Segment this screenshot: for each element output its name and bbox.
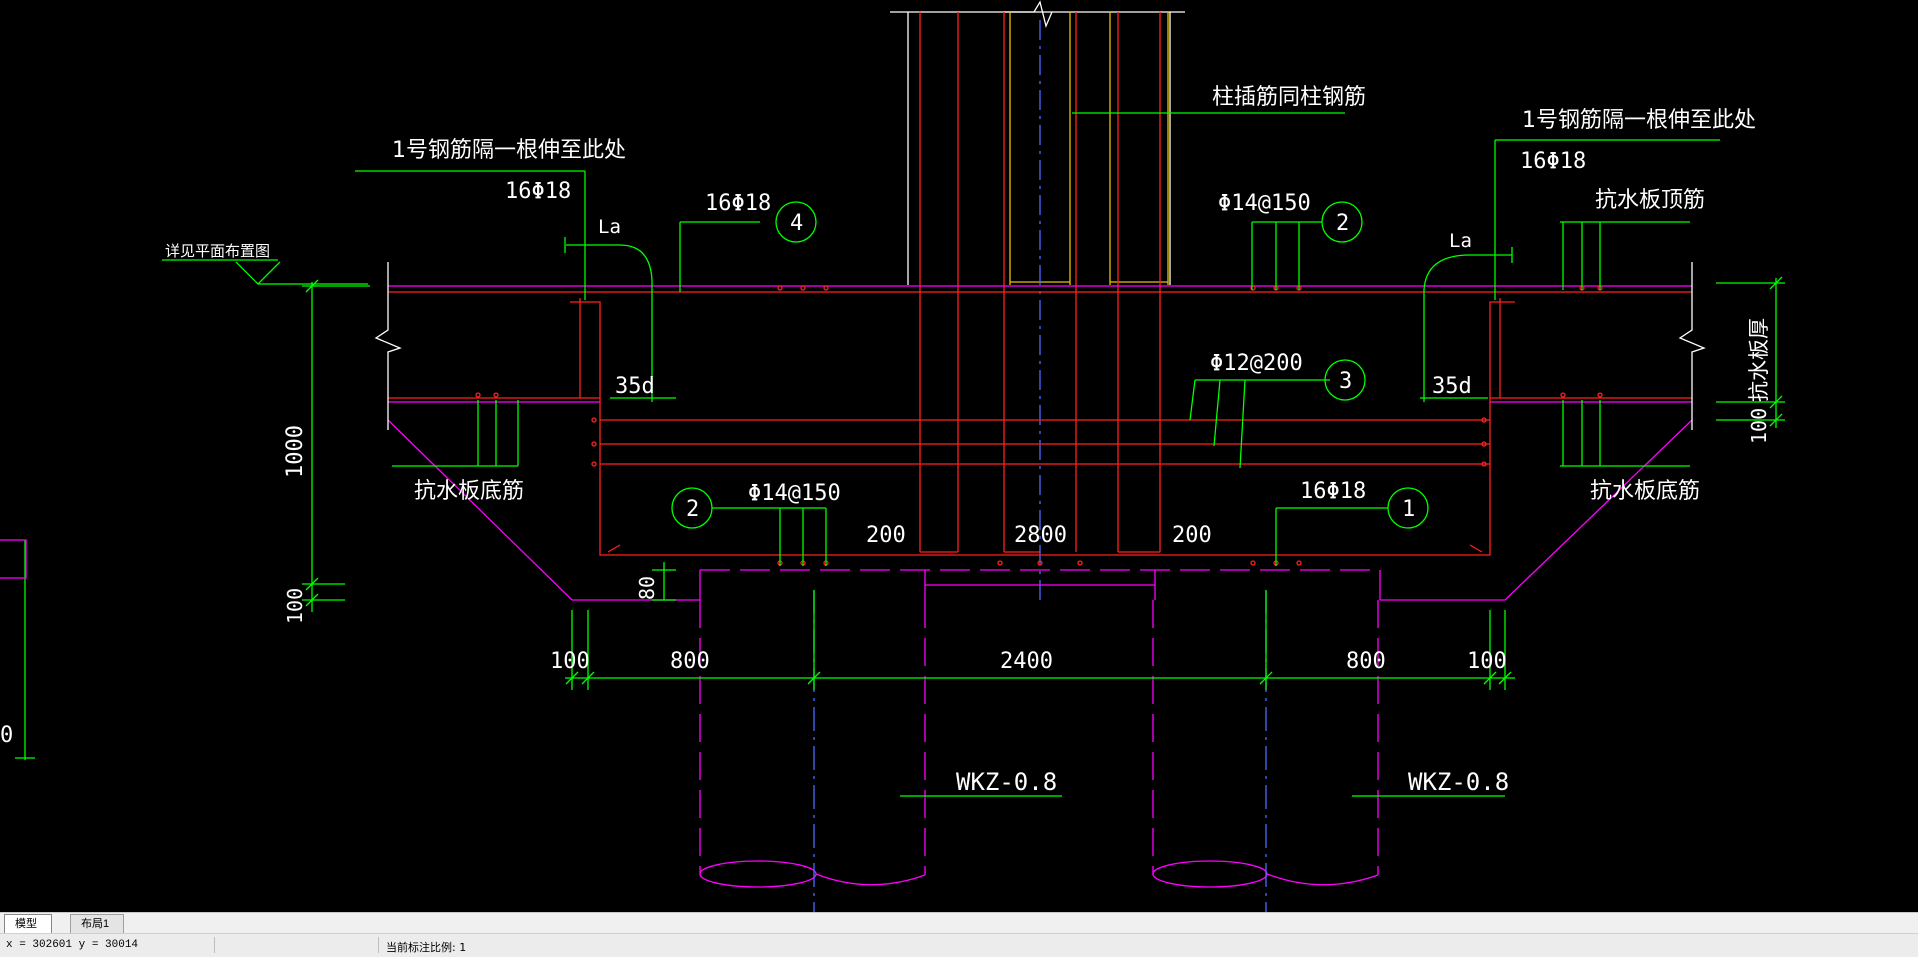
label-top-rebar: 抗水板顶筋 xyxy=(1595,188,1705,213)
drawing-svg: 1号钢筋隔一根伸至此处 16Φ18 La 16Φ18 4 详见平面布置图 柱插筋… xyxy=(0,0,1785,912)
dim-200-a: 200 xyxy=(866,523,906,548)
dim-100-left: 100 xyxy=(283,588,307,624)
cursor-coordinates: x = 302601 y = 30014 xyxy=(6,939,139,951)
dim-100-right: 100 xyxy=(1747,408,1771,444)
cad-drawing-canvas[interactable]: 1号钢筋隔一根伸至此处 16Φ18 La 16Φ18 4 详见平面布置图 柱插筋… xyxy=(0,0,1918,912)
status-divider xyxy=(214,937,215,953)
tab-layout1[interactable]: 布局1 xyxy=(70,914,125,933)
callout-2-top: 2 xyxy=(1336,211,1349,236)
callout-1: 1 xyxy=(1402,497,1415,522)
dim-b100-right: 100 xyxy=(1467,649,1507,674)
label-see-plan: 详见平面布置图 xyxy=(165,242,270,260)
dim-1000: 1000 xyxy=(283,425,308,478)
pile-left xyxy=(699,590,926,912)
status-bar: x = 302601 y = 30014 当前标注比例: 1 xyxy=(0,933,1918,957)
label-la-right: La xyxy=(1449,230,1472,252)
dim-b100-left: 100 xyxy=(550,649,590,674)
label-bar-16phi18-c: 16Φ18 xyxy=(1520,149,1586,174)
label-phi12-200: Φ12@200 xyxy=(1210,351,1303,376)
annotation-scale: 当前标注比例: 1 xyxy=(386,941,467,954)
dim-vertical-left xyxy=(302,279,370,612)
label-pile-left: WKZ-0.8 xyxy=(956,768,1057,796)
label-bar-16phi18-a: 16Φ18 xyxy=(505,179,571,204)
edge-fragment xyxy=(0,539,27,579)
label-bottom-rebar-left: 抗水板底筋 xyxy=(414,479,524,504)
callout-4: 4 xyxy=(790,211,803,236)
status-divider xyxy=(378,937,379,953)
tab-model[interactable]: 模型 xyxy=(4,914,52,933)
label-phi14-150-bottom: Φ14@150 xyxy=(748,481,841,506)
column-outline xyxy=(890,0,1185,285)
dim-b800-right: 800 xyxy=(1346,649,1386,674)
label-35d-right: 35d xyxy=(1432,374,1472,399)
slab-rebar xyxy=(388,291,1692,556)
dim-vertical-right xyxy=(1716,276,1785,428)
dim-b2400: 2400 xyxy=(1000,649,1053,674)
callout-2-bottom: 2 xyxy=(686,497,699,522)
layout-tab-bar: 模型 布局1 xyxy=(0,912,1918,933)
column-rebar-red xyxy=(919,12,1161,553)
label-35d-left: 35d xyxy=(615,374,655,399)
label-slab-thickness: 抗水板厚 xyxy=(1747,318,1771,402)
dim-80: 80 xyxy=(635,576,659,600)
break-lines xyxy=(374,262,1706,430)
label-la-left: La xyxy=(598,216,621,238)
label-pile-right: WKZ-0.8 xyxy=(1408,768,1509,796)
label-bottom-rebar-right: 抗水板底筋 xyxy=(1590,479,1700,504)
drawing-text: 1号钢筋隔一根伸至此处 16Φ18 La 16Φ18 4 详见平面布置图 柱插筋… xyxy=(0,85,1771,796)
dim-b800-left: 800 xyxy=(670,649,710,674)
label-bar1-right: 1号钢筋隔一根伸至此处 xyxy=(1522,108,1756,133)
column-rebar-yellow xyxy=(1009,12,1169,285)
dim-horizontal-bottom xyxy=(565,590,1515,690)
label-bar-16phi18-b: 16Φ18 xyxy=(705,191,771,216)
label-bar1-left: 1号钢筋隔一根伸至此处 xyxy=(392,138,626,163)
dim-200-c: 200 xyxy=(1172,523,1212,548)
label-col-rebar: 柱插筋同柱钢筋 xyxy=(1212,85,1366,110)
leaders xyxy=(15,112,1720,797)
label-bar-16phi18-d: 16Φ18 xyxy=(1300,479,1366,504)
callout-3: 3 xyxy=(1339,369,1352,394)
dim-edge-0: 0 xyxy=(0,723,13,748)
dim-80 xyxy=(652,562,676,601)
dim-2800: 2800 xyxy=(1014,523,1067,548)
label-phi14-150-top: Φ14@150 xyxy=(1218,191,1311,216)
